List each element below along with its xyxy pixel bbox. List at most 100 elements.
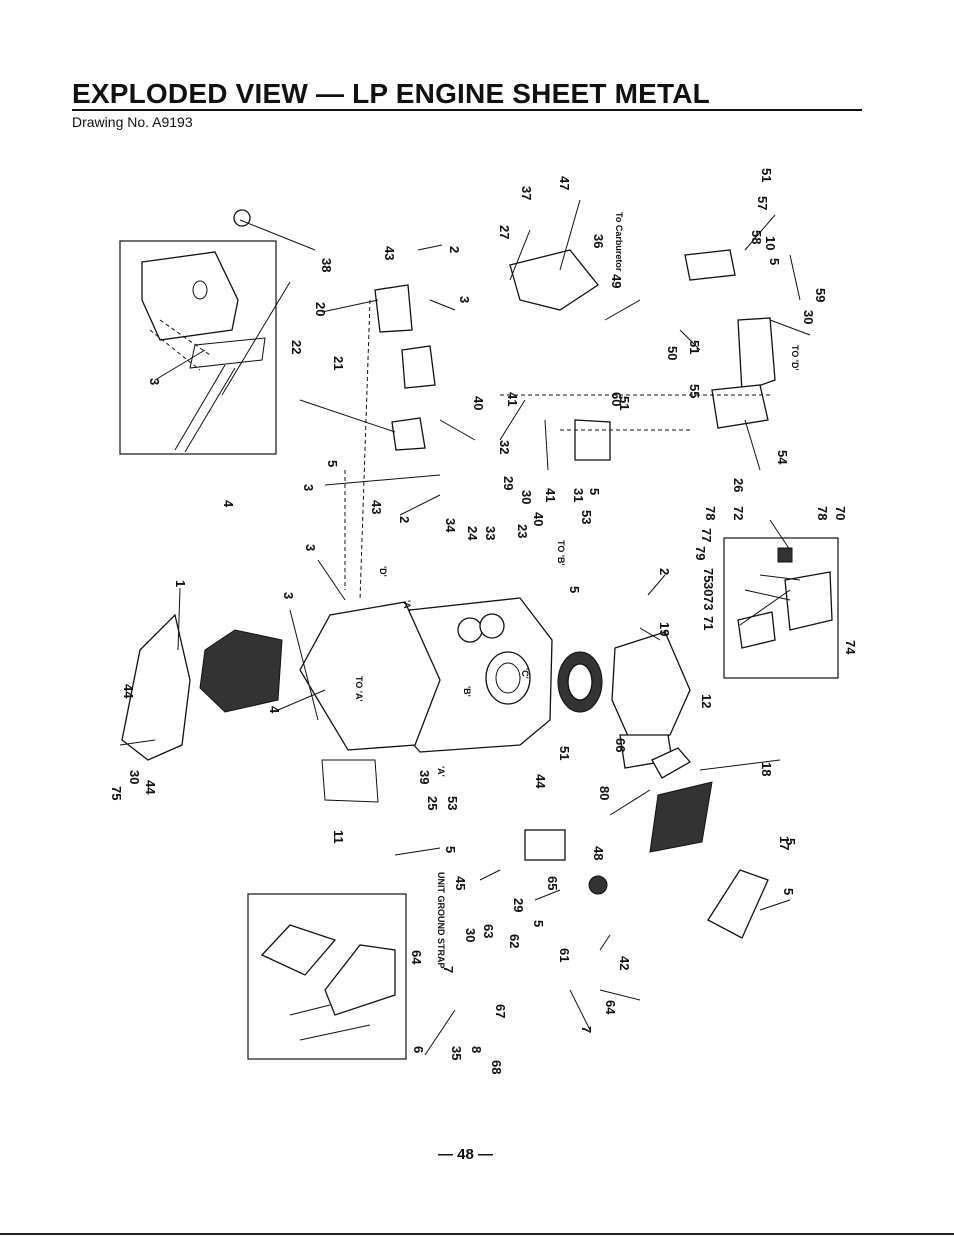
callout: 39 bbox=[417, 770, 432, 784]
callout: 5 bbox=[325, 460, 340, 467]
callout: 34 bbox=[443, 518, 458, 533]
base-pan bbox=[391, 597, 553, 753]
callout: 35 bbox=[449, 1046, 464, 1060]
callout: 64 bbox=[603, 1000, 618, 1015]
note-to-a: TO 'A' bbox=[354, 676, 364, 702]
callout: 30 bbox=[127, 770, 142, 784]
callout: 2 bbox=[447, 246, 462, 253]
callout: 44 bbox=[143, 780, 158, 795]
callout: 30 bbox=[519, 490, 534, 504]
callout: 59 bbox=[813, 288, 828, 302]
note-a: 'A' bbox=[402, 600, 412, 611]
exhaust-pipe bbox=[707, 869, 769, 939]
callout: 71 bbox=[701, 616, 716, 630]
callout: 64 bbox=[409, 950, 424, 965]
callout: 70 bbox=[833, 506, 848, 520]
callout: 51 bbox=[759, 168, 774, 182]
inset-panel-detail bbox=[119, 240, 277, 455]
callout: 8 bbox=[469, 1046, 484, 1053]
callout: 19 bbox=[657, 622, 672, 636]
callout: 41 bbox=[505, 392, 520, 406]
enclosure-panel bbox=[299, 601, 441, 803]
callout: 33 bbox=[483, 526, 498, 540]
callout: 5 bbox=[767, 258, 782, 265]
callout: 62 bbox=[507, 934, 522, 948]
note-to-b: TO 'B' bbox=[556, 540, 566, 566]
callout: 11 bbox=[331, 830, 346, 844]
callout: 22 bbox=[289, 340, 304, 354]
callout: 42 bbox=[617, 956, 632, 970]
callout: 31 bbox=[571, 488, 586, 502]
reference-notes: To Carburetor TO 'A' TO 'B' TO 'D' 'D' '… bbox=[354, 212, 800, 969]
note-unit-ground-strap: UNIT GROUND STRAP bbox=[436, 872, 446, 969]
callout: 5 bbox=[567, 586, 582, 593]
callout: 78 bbox=[703, 506, 718, 520]
callout: 20 bbox=[313, 302, 328, 316]
note-d: 'D' bbox=[378, 566, 388, 577]
note-b: 'B' bbox=[462, 686, 472, 697]
title-rule bbox=[72, 109, 862, 111]
callout: 49 bbox=[609, 274, 624, 288]
callout: 51 bbox=[687, 340, 702, 354]
note-to-carburetor: To Carburetor bbox=[614, 212, 624, 272]
inset-control-detail bbox=[723, 537, 839, 679]
callout: 68 bbox=[489, 1060, 504, 1074]
callout: 3 bbox=[457, 296, 472, 303]
callout: 66 bbox=[613, 738, 628, 752]
callout: 5 bbox=[587, 488, 602, 495]
callout: 65 bbox=[545, 876, 560, 890]
callout: 47 bbox=[557, 176, 572, 190]
callout: 74 bbox=[843, 640, 858, 655]
callout: 32 bbox=[497, 440, 512, 454]
callout: 40 bbox=[531, 512, 546, 526]
callout: 37 bbox=[519, 186, 534, 200]
callout: 30 bbox=[801, 310, 816, 324]
callout: 18 bbox=[759, 762, 774, 776]
leader-lines bbox=[119, 199, 811, 1056]
callout: 43 bbox=[369, 500, 384, 514]
upper-brackets bbox=[233, 209, 776, 895]
callout: 26 bbox=[731, 478, 746, 492]
callout: 30 bbox=[701, 582, 716, 596]
callout: 50 bbox=[665, 346, 680, 360]
callout: 4 bbox=[221, 500, 236, 508]
callout: 5 bbox=[531, 920, 546, 927]
note-to-d: TO 'D' bbox=[790, 345, 800, 371]
callout: 77 bbox=[699, 528, 714, 542]
callout-labels: 38 43 2 20 3 22 21 3 40 5 3 43 2 4 27 37… bbox=[109, 168, 858, 1074]
callout: 48 bbox=[591, 846, 606, 860]
note-c: 'C' bbox=[520, 668, 530, 679]
callout: 51 bbox=[617, 396, 632, 410]
callout: 7 bbox=[579, 1026, 594, 1033]
callout: 5 bbox=[783, 838, 798, 845]
callout: 80 bbox=[597, 786, 612, 800]
page-title: EXPLODED VIEW — LP ENGINE SHEET METAL bbox=[72, 78, 710, 109]
drawing-number: Drawing No. A9193 bbox=[72, 114, 193, 130]
callout: 54 bbox=[775, 450, 790, 465]
callout: 63 bbox=[481, 924, 496, 938]
callout: 75 bbox=[109, 786, 124, 800]
page-number: — 48 — bbox=[438, 1146, 494, 1163]
callout: 4 bbox=[267, 706, 282, 714]
callout: 41 bbox=[543, 488, 558, 502]
callout: 55 bbox=[687, 384, 702, 398]
callout: 36 bbox=[591, 234, 606, 248]
callout: 3 bbox=[303, 544, 318, 551]
callout: 3 bbox=[281, 592, 296, 599]
callout: 17 bbox=[777, 836, 792, 850]
note-a: 'A' bbox=[436, 766, 446, 777]
callout: 73 bbox=[701, 596, 716, 610]
callout: 75 bbox=[701, 568, 716, 582]
callout: 61 bbox=[557, 948, 572, 962]
muffler bbox=[649, 747, 713, 853]
callout: 38 bbox=[319, 258, 334, 272]
callout: 44 bbox=[121, 684, 136, 699]
callout: 7 bbox=[441, 966, 456, 973]
callout: 72 bbox=[731, 506, 746, 520]
callout: 29 bbox=[511, 898, 526, 912]
callout: 40 bbox=[471, 396, 486, 410]
callout: 12 bbox=[699, 694, 714, 708]
callout: 27 bbox=[497, 225, 512, 239]
callout: 43 bbox=[382, 246, 397, 260]
callout: 3 bbox=[147, 378, 162, 385]
